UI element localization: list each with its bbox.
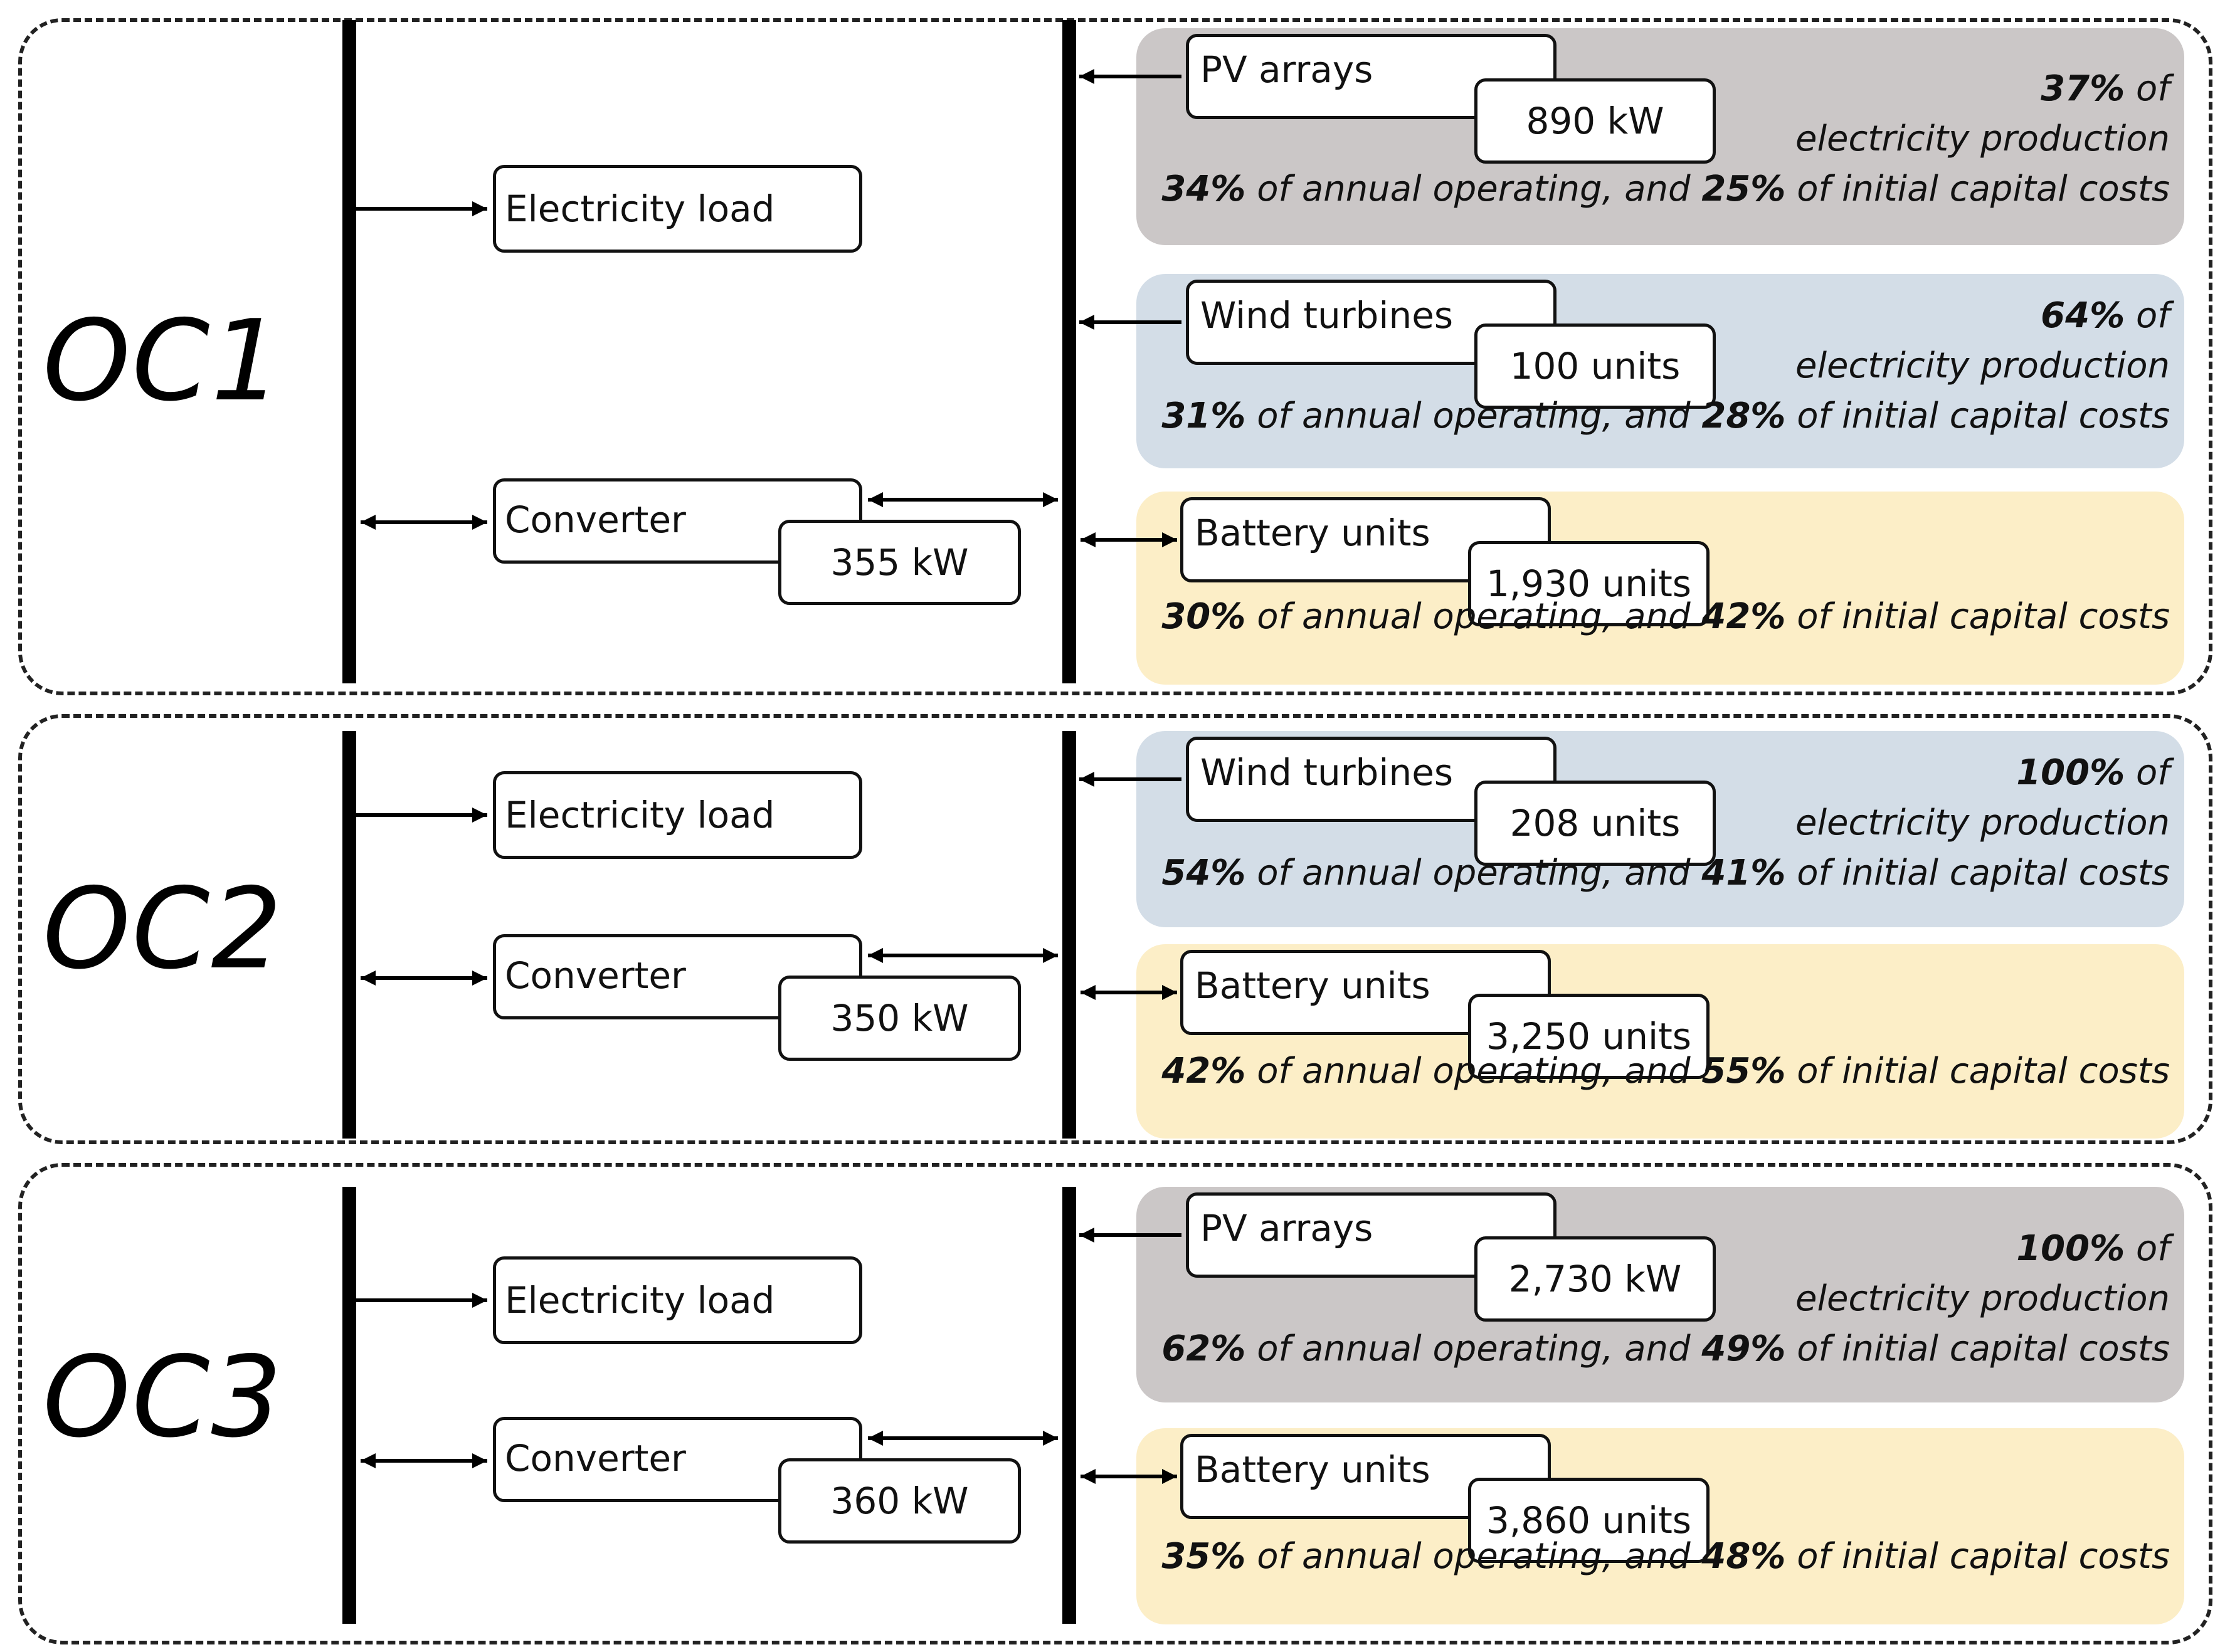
production-percentage: 100% <box>2016 1228 2125 1269</box>
battery-capacity-box: 1,930 units <box>1468 541 1710 626</box>
capital-cost-percentage: 48% <box>1701 1536 1786 1577</box>
ac-bus-bar <box>342 20 356 683</box>
wind-capacity-box: 100 units <box>1474 324 1716 409</box>
production-suffix: of <box>2125 295 2170 336</box>
battery-statistics: 30% of annual operating, and 42% of init… <box>1161 592 2170 642</box>
production-label: electricity production <box>1795 345 2170 386</box>
battery-capacity-box: 3,250 units <box>1468 994 1710 1079</box>
operating-cost-text: of annual operating, and <box>1245 853 1702 893</box>
configuration-label: OC3 <box>43 1332 283 1462</box>
dc-bus-bar <box>1062 20 1076 683</box>
configuration-panel-oc2 <box>18 714 2212 1144</box>
capital-cost-text: of initial capital costs <box>1785 853 2170 893</box>
configuration-panel-oc3 <box>18 1163 2212 1644</box>
battery-name-box: Battery units <box>1180 950 1551 1035</box>
operating-cost-text: of annual operating, and <box>1245 1051 1702 1092</box>
battery-name-box: Battery units <box>1180 1434 1551 1519</box>
production-share-line: 37% of <box>1161 64 2170 114</box>
ac-bus-bar <box>342 731 356 1139</box>
operating-cost-percentage: 34% <box>1161 169 1246 209</box>
capital-cost-text: of initial capital costs <box>1785 596 2170 637</box>
capital-cost-percentage: 49% <box>1701 1328 1786 1369</box>
production-label-line: electricity production <box>1161 341 2170 391</box>
production-share-line: 100% of <box>1161 1224 2170 1274</box>
capital-cost-percentage: 41% <box>1701 853 1786 893</box>
wind-name-box: Wind turbines <box>1186 280 1556 365</box>
configuration-label: OC1 <box>43 296 283 426</box>
capital-cost-text: of initial capital costs <box>1785 396 2170 436</box>
cost-share-line: 35% of annual operating, and 48% of init… <box>1161 1532 2170 1582</box>
battery-statistics: 42% of annual operating, and 55% of init… <box>1161 1046 2170 1097</box>
battery-statistics: 35% of annual operating, and 48% of init… <box>1161 1532 2170 1582</box>
production-percentage: 37% <box>2041 68 2125 109</box>
production-suffix: of <box>2125 1228 2170 1269</box>
capital-cost-text: of initial capital costs <box>1785 1051 2170 1092</box>
cost-share-line: 31% of annual operating, and 28% of init… <box>1161 391 2170 441</box>
converter-capacity-box: 350 kW <box>778 976 1021 1061</box>
production-percentage: 64% <box>2041 295 2125 336</box>
capital-cost-percentage: 55% <box>1701 1051 1786 1092</box>
pv-capacity-box: 2,730 kW <box>1474 1236 1716 1322</box>
capital-cost-text: of initial capital costs <box>1785 1328 2170 1369</box>
capital-cost-percentage: 25% <box>1701 169 1786 209</box>
cost-share-line: 62% of annual operating, and 49% of init… <box>1161 1324 2170 1374</box>
cost-share-line: 54% of annual operating, and 41% of init… <box>1161 848 2170 898</box>
production-suffix: of <box>2125 68 2170 109</box>
dc-bus-bar <box>1062 731 1076 1139</box>
operating-cost-text: of annual operating, and <box>1245 1536 1702 1577</box>
production-label-line: electricity production <box>1161 798 2170 848</box>
operating-cost-percentage: 62% <box>1161 1328 1246 1369</box>
ac-bus-bar <box>342 1187 356 1624</box>
cost-share-line: 34% of annual operating, and 25% of init… <box>1161 164 2170 214</box>
production-label: electricity production <box>1795 802 2170 843</box>
operating-cost-percentage: 31% <box>1161 396 1246 436</box>
production-label-line: electricity production <box>1161 114 2170 164</box>
operating-cost-text: of annual operating, and <box>1245 396 1702 436</box>
production-label: electricity production <box>1795 118 2170 159</box>
operating-cost-percentage: 54% <box>1161 853 1246 893</box>
electricity-load-box: Electricity load <box>493 771 862 859</box>
capital-cost-text: of initial capital costs <box>1785 169 2170 209</box>
electricity-load-box: Electricity load <box>493 1256 862 1344</box>
production-share-line: 64% of <box>1161 291 2170 341</box>
configuration-label: OC2 <box>43 864 283 994</box>
operating-cost-percentage: 35% <box>1161 1536 1246 1577</box>
operating-cost-percentage: 30% <box>1161 596 1246 637</box>
wind-capacity-box: 208 units <box>1474 781 1716 866</box>
capital-cost-text: of initial capital costs <box>1785 1536 2170 1577</box>
converter-capacity-box: 355 kW <box>778 520 1021 605</box>
electricity-load-box: Electricity load <box>493 165 862 253</box>
cost-share-line: 30% of annual operating, and 42% of init… <box>1161 592 2170 642</box>
battery-capacity-box: 3,860 units <box>1468 1478 1710 1563</box>
capital-cost-percentage: 42% <box>1701 596 1786 637</box>
operating-cost-text: of annual operating, and <box>1245 1328 1702 1369</box>
operating-cost-text: of annual operating, and <box>1245 169 1702 209</box>
cost-share-line: 42% of annual operating, and 55% of init… <box>1161 1046 2170 1097</box>
production-label-line: electricity production <box>1161 1274 2170 1324</box>
operating-cost-text: of annual operating, and <box>1245 596 1702 637</box>
production-suffix: of <box>2125 752 2170 793</box>
production-share-line: 100% of <box>1161 748 2170 798</box>
production-percentage: 100% <box>2016 752 2125 793</box>
capital-cost-percentage: 28% <box>1701 396 1786 436</box>
converter-capacity-box: 360 kW <box>778 1458 1021 1544</box>
production-label: electricity production <box>1795 1278 2170 1319</box>
dc-bus-bar <box>1062 1187 1076 1624</box>
configuration-panel-oc1 <box>18 18 2212 695</box>
operating-cost-percentage: 42% <box>1161 1051 1246 1092</box>
pv-capacity-box: 890 kW <box>1474 78 1716 164</box>
